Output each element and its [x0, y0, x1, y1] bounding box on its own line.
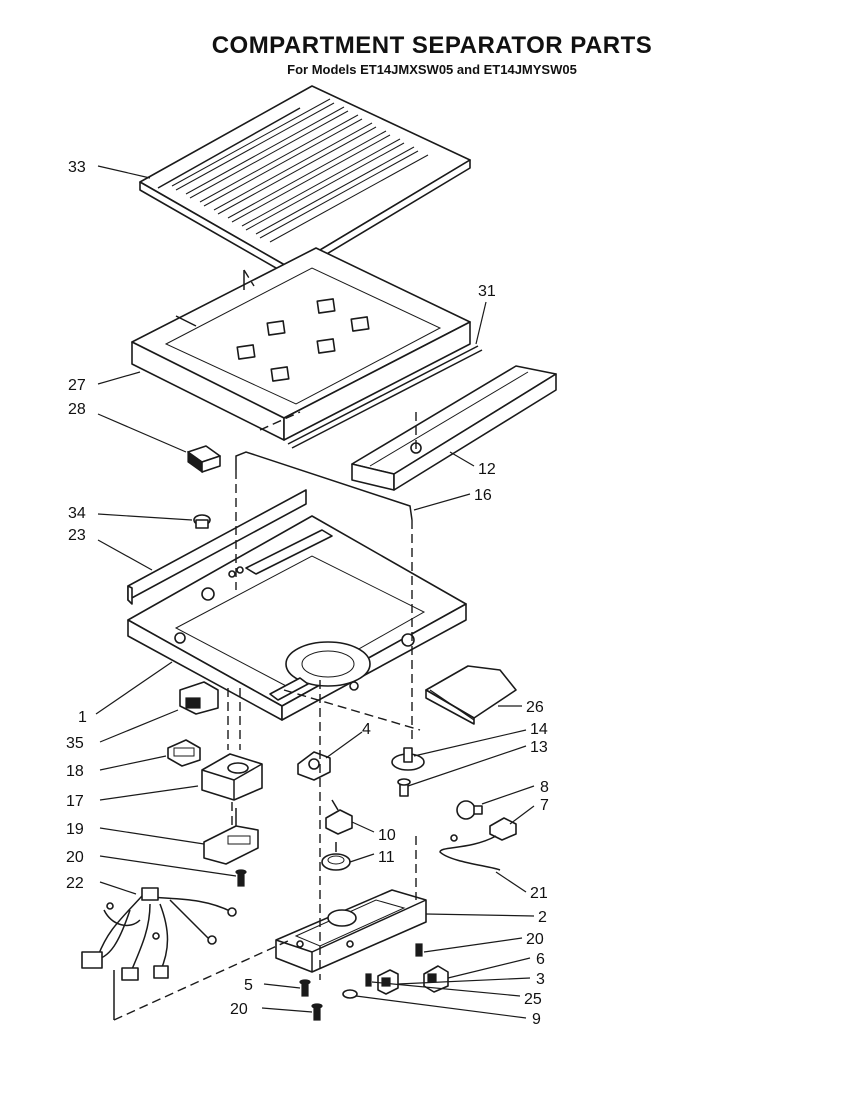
callout-14: 14: [530, 721, 548, 738]
part-7-socket: [489, 817, 517, 841]
part-5-screw: [299, 979, 311, 997]
part-4-damper: [297, 751, 331, 781]
callout-18: 18: [66, 763, 84, 780]
callout-20-upper: 20: [66, 849, 84, 866]
part-22-wiring-harness: [81, 887, 237, 981]
part-2-control-housing: [275, 889, 427, 973]
part-18-lens: [167, 739, 201, 767]
part-33-shelf: [139, 85, 471, 277]
part-17-housing: [201, 753, 263, 801]
callout-2: 2: [538, 909, 547, 926]
callout-26: 26: [526, 699, 544, 716]
part-14-knob: [391, 747, 425, 771]
callout-20-middle: 20: [526, 931, 544, 948]
callout-5: 5: [244, 977, 253, 994]
assembly-lines: [113, 269, 421, 1021]
callout-8: 8: [540, 779, 549, 796]
page-title: COMPARTMENT SEPARATOR PARTS: [211, 32, 653, 59]
part-26-insulation: [425, 665, 517, 725]
part-11-foam-disc: [321, 853, 351, 871]
part-16-wire: [235, 451, 413, 521]
part-9-nut: [342, 989, 358, 999]
part-13-screw: [397, 778, 411, 797]
part-20-screw-b: [415, 943, 423, 957]
part-3-switch: [377, 969, 399, 995]
callout-11: 11: [378, 849, 395, 866]
part-25-screw: [365, 973, 372, 987]
callout-labels: 33 31 27 28 12 16 34 23 1 26 35 4 14 13 …: [66, 159, 549, 1028]
callout-28: 28: [68, 401, 86, 418]
part-12-rail: [351, 365, 557, 491]
callout-31: 31: [478, 283, 496, 300]
callout-7: 7: [540, 797, 549, 814]
callout-27: 27: [68, 377, 86, 394]
callout-20-lower: 20: [230, 1001, 248, 1018]
callout-25: 25: [524, 991, 542, 1008]
callout-3: 3: [536, 971, 545, 988]
callout-23: 23: [68, 527, 86, 544]
callout-1: 1: [78, 709, 87, 726]
part-31-strip: [287, 345, 483, 449]
callout-9: 9: [532, 1011, 541, 1028]
part-19-thermostat: [203, 808, 259, 865]
callout-22: 22: [66, 875, 84, 892]
part-8-bulb: [456, 800, 483, 820]
callout-19: 19: [66, 821, 84, 838]
part-28-clip: [187, 445, 221, 474]
callout-16: 16: [474, 487, 492, 504]
callout-35: 35: [66, 735, 84, 752]
callout-21: 21: [530, 885, 548, 902]
callout-12: 12: [478, 461, 496, 478]
part-35-bracket: [179, 681, 219, 715]
page-subtitle: For Models ET14JMXSW05 and ET14JMYSW05: [287, 62, 577, 77]
callout-6: 6: [536, 951, 545, 968]
callout-33: 33: [68, 159, 86, 176]
callout-17: 17: [66, 793, 84, 810]
callout-10: 10: [378, 827, 396, 844]
callout-34: 34: [68, 505, 86, 522]
part-21-wire: [439, 834, 501, 871]
part-20-screw-c: [311, 1003, 323, 1021]
callout-4: 4: [362, 721, 371, 738]
part-20-screw-a: [235, 869, 247, 887]
part-1-separator-body: [127, 489, 467, 721]
part-27-cover-frame: [131, 247, 471, 441]
part-34-grommet: [193, 514, 211, 529]
leader-lines: [95, 165, 535, 1019]
part-10-sensor: [325, 799, 353, 835]
callout-13: 13: [530, 739, 548, 756]
